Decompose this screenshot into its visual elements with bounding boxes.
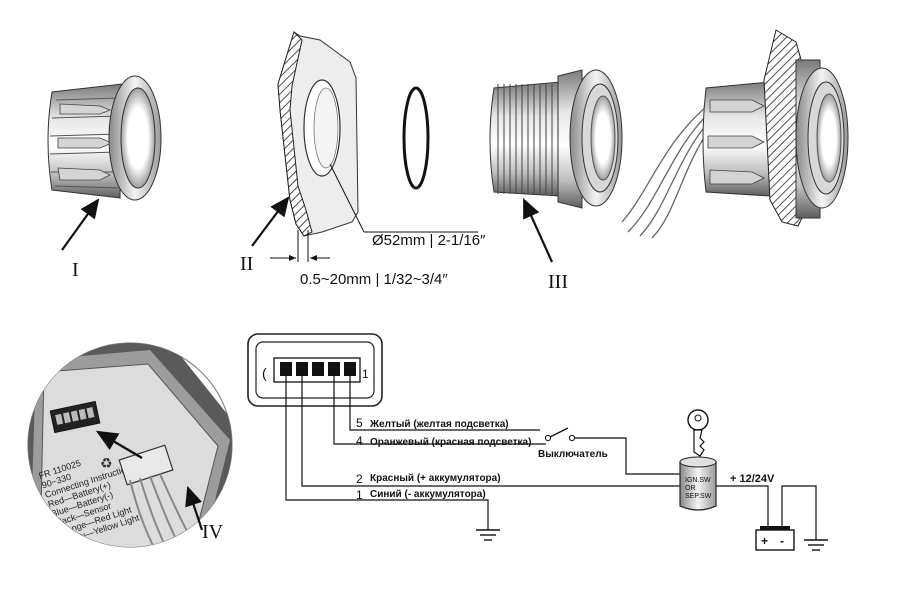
part-iii-arrow	[522, 197, 554, 263]
ground-symbol-left	[476, 529, 500, 541]
light-switch: Выключатель	[538, 427, 608, 460]
part-iii-label: III	[548, 271, 568, 293]
wiring-lines	[285, 376, 682, 530]
wire-2-label: Красный (+ аккумулятора)	[370, 473, 501, 484]
part-ii-arrow	[251, 196, 290, 247]
battery-plus: +	[761, 534, 768, 548]
wire-5-pin: 5	[356, 416, 363, 430]
wire-1-label: Синий (- аккумулятора)	[370, 489, 486, 500]
part-iii-gauge-body	[489, 69, 623, 209]
key-icon	[687, 409, 709, 457]
wire-2-pin: 2	[356, 472, 363, 486]
o-ring	[402, 86, 430, 190]
ignition-label-line-2: OR	[685, 485, 696, 492]
part-i-label: I	[72, 259, 79, 281]
svg-text:1: 1	[362, 367, 369, 381]
wire-5-label: Желтый (желтая подсветка)	[369, 419, 509, 430]
ignition-label-line-1: IGN.SW	[685, 477, 711, 484]
svg-text:Ø52mm | 2-1/16″: Ø52mm | 2-1/16″	[372, 232, 486, 249]
part-iv-label: IV	[202, 521, 224, 543]
ignition-switch: IGN.SW OR SEP.SW	[679, 456, 717, 511]
gauge-connector: ( 1	[247, 333, 383, 407]
battery-minus: -	[780, 534, 784, 548]
power-lines	[716, 485, 817, 540]
voltage-label: + 12/24V	[730, 473, 775, 485]
svg-text:(: (	[262, 365, 267, 381]
part-ii-label: II	[240, 253, 253, 275]
part-i-nut	[47, 75, 162, 201]
wire-1-pin: 1	[356, 488, 363, 502]
hole-diameter-dimension: Ø52mm | 2-1/16″	[329, 163, 486, 249]
assembled-gauge	[621, 29, 849, 239]
part-i-arrow	[61, 198, 100, 251]
wire-4-label: Оранжевый (красная подсветка)	[370, 437, 531, 448]
panel-thickness-dimension: 0.5~20mm | 1/32~3/4″	[270, 230, 448, 288]
svg-text:0.5~20mm | 1/32~3/4″: 0.5~20mm | 1/32~3/4″	[300, 271, 448, 288]
recycle-icon: ♻	[100, 455, 113, 471]
battery-icon: + -	[755, 526, 795, 551]
part-iv-arrow	[185, 485, 204, 531]
ground-symbol-right	[804, 539, 828, 551]
connector-closeup: FR 110025 90~330 Connecting Instruction …	[27, 342, 233, 548]
ignition-label-line-3: SEP.SW	[685, 493, 712, 500]
part-ii-bracket	[277, 31, 359, 237]
wire-4-pin: 4	[356, 434, 363, 448]
switch-label: Выключатель	[538, 449, 608, 460]
